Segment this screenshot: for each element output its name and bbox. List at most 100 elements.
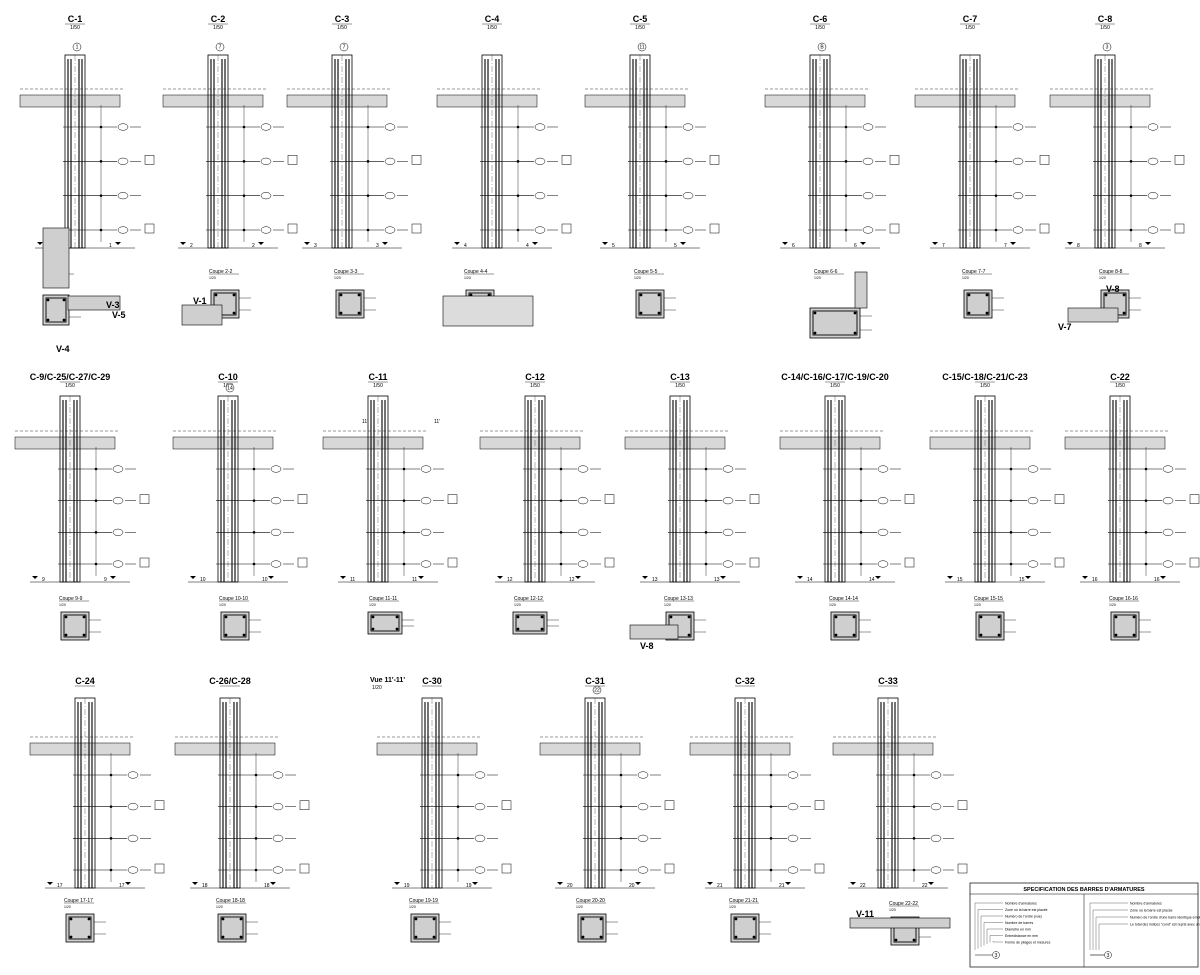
bar-mark-bubble xyxy=(682,192,694,200)
column-scale: 1/50 xyxy=(487,25,497,31)
level-triangle xyxy=(37,242,43,245)
bar-mark-bubble xyxy=(1027,528,1039,536)
section-rebar xyxy=(734,917,738,921)
section-rebar xyxy=(581,917,585,921)
bar-mark-bubble xyxy=(722,465,734,473)
dimension-tick xyxy=(859,467,863,471)
bar-mark-bubble xyxy=(260,192,272,200)
column-scale: 1/50 xyxy=(1100,25,1110,31)
stirrup-shape xyxy=(154,863,165,874)
dimension-tick xyxy=(844,228,848,232)
dimension-tick xyxy=(366,194,370,197)
dimension-tick xyxy=(1009,562,1013,566)
level-triangle xyxy=(47,882,53,885)
beam-section xyxy=(67,295,121,311)
dimension-tick xyxy=(1129,160,1133,163)
bar-mark-bubble xyxy=(1162,560,1174,568)
beam-label: V-11 xyxy=(856,909,874,919)
slab-band xyxy=(162,94,264,108)
bar-mark-bubble xyxy=(577,497,589,505)
section-coupe-16-16: Coupe 16-161/20 xyxy=(1109,596,1151,641)
dimension-tick xyxy=(1144,531,1148,534)
section-rebar xyxy=(985,311,989,315)
dimension-tick xyxy=(994,194,998,197)
level-mark: 7 xyxy=(942,243,945,249)
stirrup-shape xyxy=(299,800,310,810)
level-triangle xyxy=(1067,242,1073,245)
stirrup-shape xyxy=(287,223,298,234)
section-rebar xyxy=(69,917,73,921)
section-coupe-6-6: Coupe 6-61/20 xyxy=(809,269,872,339)
dimension-tick xyxy=(769,837,773,840)
bar-mark-bubble xyxy=(117,192,129,200)
bar-mark-bubble xyxy=(127,803,139,811)
level-mark-11p: 11' xyxy=(362,419,368,425)
legend-item: Diamètre en mm xyxy=(1005,928,1031,932)
level-mark: 16 xyxy=(1154,577,1160,583)
section-rebar xyxy=(414,935,418,939)
bar-mark-bubble xyxy=(877,560,889,568)
dimension-tick xyxy=(516,160,520,163)
column-title: C-11 xyxy=(368,372,387,382)
dimension-tick xyxy=(912,837,916,840)
bar-mark-bubble xyxy=(260,157,272,165)
stirrup-shape xyxy=(139,494,150,504)
stirrup-shape xyxy=(447,557,458,568)
dimension-tick xyxy=(844,194,848,197)
section-rebar xyxy=(540,627,544,631)
section-stirrup xyxy=(966,292,990,316)
section-title: Coupe 2-2 xyxy=(209,269,233,275)
section-rebar xyxy=(224,615,228,619)
bar-mark-bubble xyxy=(577,528,589,536)
section-rebar xyxy=(669,615,673,619)
bar-mark-bubble xyxy=(862,192,874,200)
section-coupe-20-20: Coupe 20-201/20 xyxy=(576,898,618,943)
bar-mark-bubble xyxy=(272,803,284,811)
section-rebar xyxy=(339,311,343,315)
column-scale: 1/50 xyxy=(213,25,223,31)
bar-mark-bubble xyxy=(384,123,396,131)
level-triangle xyxy=(707,882,713,885)
bar-mark-bubble xyxy=(270,528,282,536)
section-stirrup xyxy=(638,292,662,316)
column-title: C-3 xyxy=(335,14,350,24)
section-scale: 1/20 xyxy=(634,276,641,280)
stirrup-shape xyxy=(957,863,968,874)
level-mark: 4 xyxy=(464,243,467,249)
section-scale: 1/20 xyxy=(514,603,521,607)
section-rebar xyxy=(639,293,643,297)
legend-item: Nombre d'armatures xyxy=(1130,902,1162,906)
section-scale: 1/20 xyxy=(729,905,736,909)
beam-section xyxy=(854,271,868,309)
dimension-tick xyxy=(769,868,773,872)
bar-mark-bubble xyxy=(474,834,486,842)
stirrup-shape xyxy=(749,494,760,504)
section-rebar xyxy=(516,615,520,619)
section-stirrup xyxy=(413,916,437,940)
dimension-tick xyxy=(254,837,258,840)
section-stirrup xyxy=(68,916,92,940)
level-mark: 18 xyxy=(202,883,208,889)
stirrup-shape xyxy=(709,155,720,165)
dimension-tick xyxy=(99,160,103,163)
section-concrete xyxy=(809,307,861,339)
stirrup-shape xyxy=(1039,155,1050,165)
section-rebar xyxy=(221,935,225,939)
legend-sample-mark: 3 xyxy=(1107,953,1110,959)
bar-mark-bubble xyxy=(637,771,649,779)
bar-mark-bubble xyxy=(127,834,139,842)
dimension-tick xyxy=(99,194,103,197)
section-title: Coupe 8-8 xyxy=(1099,269,1123,275)
bar-mark-bubble xyxy=(272,866,284,874)
column-title: C-9/C-25/C-27/C-29 xyxy=(30,372,111,382)
dimension-tick xyxy=(704,467,708,471)
level-mark: 14 xyxy=(869,577,875,583)
section-stirrup xyxy=(370,614,400,632)
axis-bubble xyxy=(225,383,235,393)
stirrup-shape xyxy=(411,155,422,165)
